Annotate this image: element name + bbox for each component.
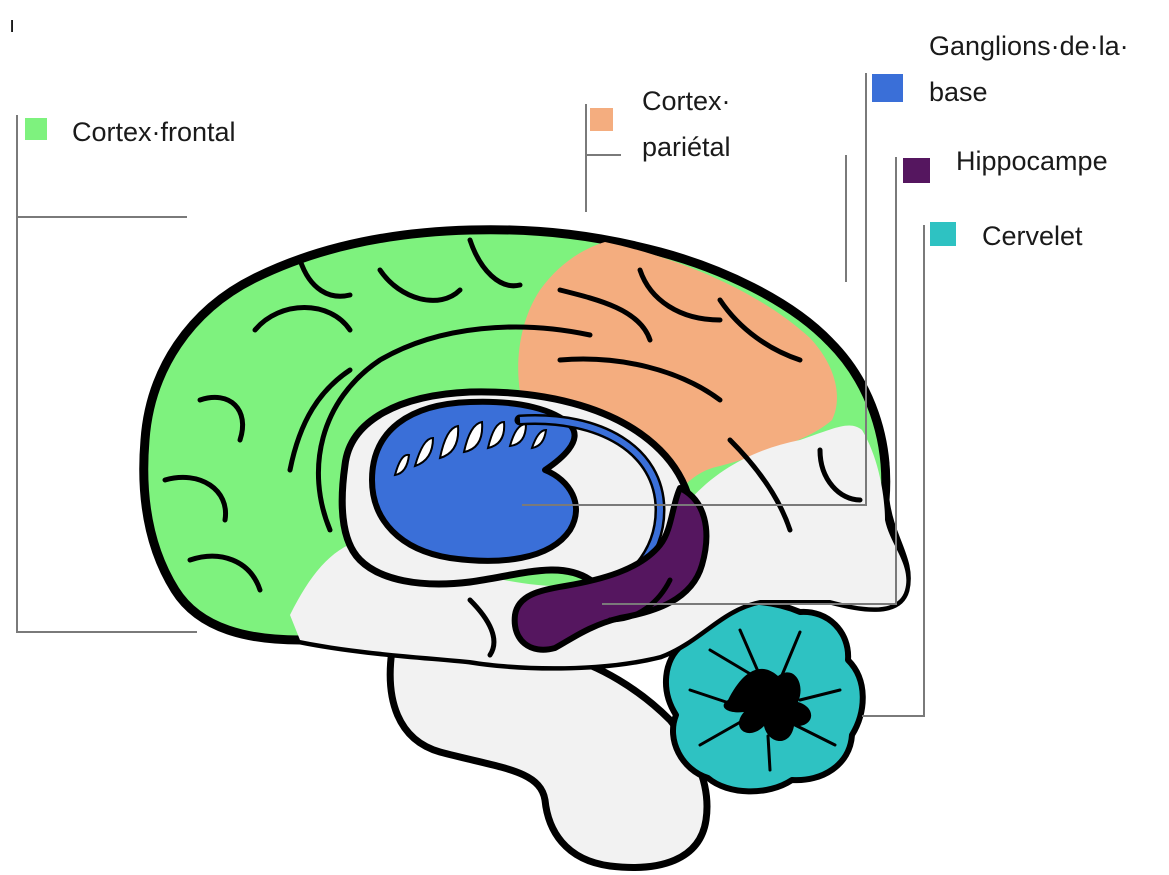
- legend-item-hippocampus: Hippocampe: [903, 146, 1108, 183]
- legend-label-parietal-line2: pariétal: [642, 132, 731, 162]
- legend: Cortex·frontal Cortex· pariétal Ganglion…: [25, 31, 1129, 251]
- blue-square-icon: [872, 74, 903, 102]
- corner-mark: ı: [9, 12, 15, 37]
- legend-label-hippocampus: Hippocampe: [956, 146, 1108, 176]
- legend-item-cerebellum: Cervelet: [930, 221, 1083, 251]
- legend-label-frontal: Cortex·frontal: [72, 117, 236, 147]
- orange-square-icon: [590, 108, 613, 131]
- legend-label-parietal-line1: Cortex·: [642, 86, 731, 116]
- purple-square-icon: [903, 158, 930, 183]
- legend-label-basal-ganglia-line1: Ganglions·de·la·: [929, 31, 1129, 61]
- legend-item-frontal: Cortex·frontal: [25, 117, 236, 147]
- legend-item-basal-ganglia: Ganglions·de·la· base: [872, 31, 1129, 107]
- brain-illustration: [144, 230, 907, 868]
- legend-label-cerebellum: Cervelet: [982, 221, 1083, 251]
- legend-label-basal-ganglia-line2: base: [929, 77, 988, 107]
- green-square-icon: [25, 118, 47, 140]
- brainstem: [390, 645, 707, 868]
- teal-square-icon: [930, 222, 956, 246]
- legend-item-parietal: Cortex· pariétal: [590, 86, 731, 162]
